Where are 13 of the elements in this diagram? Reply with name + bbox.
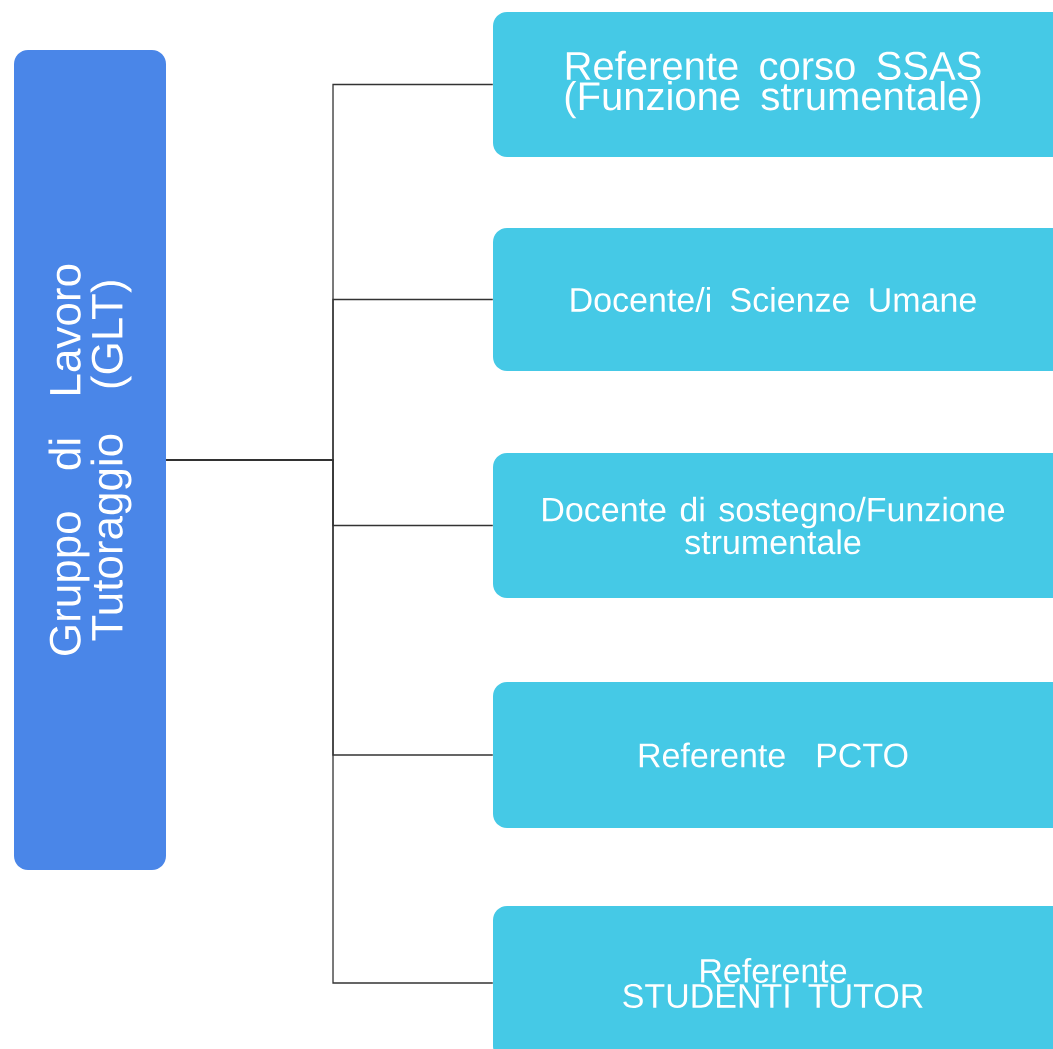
box-label: Docente di sostegno/Funzione strumentale — [543, 496, 1005, 555]
box-label: Referente PCTO — [639, 742, 908, 768]
role-box — [493, 228, 1053, 371]
role-box — [493, 906, 1053, 1049]
role-box — [493, 453, 1053, 598]
connector-line — [165, 459, 494, 984]
box-label: Docente/i Scienze Umane — [571, 287, 976, 312]
box-label: Referente corso SSAS (Funzione strumentale) — [565, 50, 981, 119]
box-label: Gruppo di Lavoro Tutoraggio (GLT) — [48, 264, 132, 655]
box-label: Referente STUDENTI TUTOR — [623, 958, 923, 1008]
role-box — [493, 12, 1053, 157]
role-box — [493, 682, 1053, 828]
group-box — [14, 50, 166, 870]
